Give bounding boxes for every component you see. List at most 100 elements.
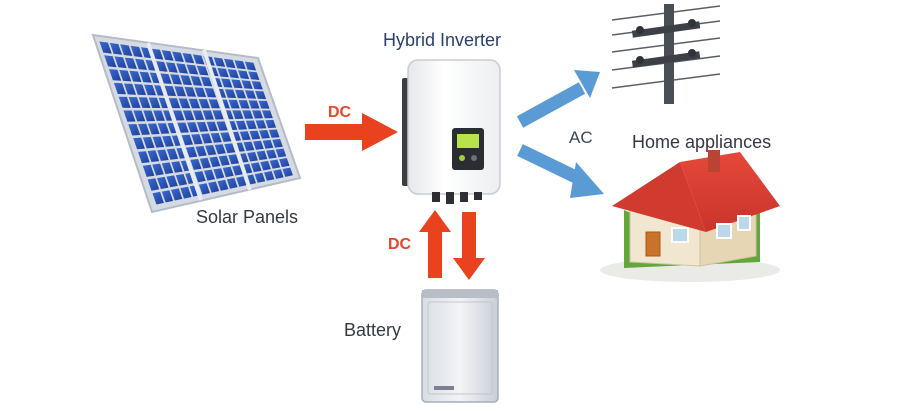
solar-cell [209, 156, 221, 168]
dc-arrow-inverter-to-battery [453, 212, 485, 280]
ac-label: AC [569, 128, 593, 147]
solar-cell [202, 110, 214, 120]
solar-cell [214, 144, 226, 155]
solar-cell [238, 100, 250, 109]
solar-cell [255, 120, 267, 129]
house-icon [600, 150, 780, 282]
solar-cell [113, 82, 126, 95]
solar-cell [217, 67, 229, 78]
solar-cell [138, 123, 150, 135]
solar-cell [196, 122, 209, 132]
solar-cell [213, 57, 226, 67]
solar-cell [182, 110, 195, 121]
solar-cell [171, 161, 183, 173]
solar-cell [222, 166, 234, 178]
solar-panels-label: Solar Panels [196, 207, 299, 227]
solar-cell [166, 62, 178, 73]
solar-cell [224, 143, 236, 154]
solar-cell [176, 63, 188, 74]
solar-cell [124, 83, 136, 95]
solar-cell [157, 149, 169, 161]
solar-cell [192, 110, 205, 120]
dc-label-solar: DC [328, 104, 352, 121]
solar-cell [238, 70, 250, 80]
solar-cell [235, 89, 247, 99]
solar-cell [269, 159, 281, 169]
solar-cell [192, 54, 205, 65]
solar-cell [148, 97, 161, 108]
solar-cell [198, 183, 210, 195]
solar-cell [157, 123, 170, 134]
solar-cell [227, 69, 239, 79]
battery-icon [421, 289, 499, 403]
solar-cell [175, 174, 188, 186]
solar-cell [191, 134, 203, 145]
solar-cell [226, 178, 238, 189]
solar-cell [129, 70, 142, 82]
solar-cell [228, 154, 240, 165]
solar-cell [262, 110, 273, 119]
solar-cell [206, 121, 218, 132]
solar-cell [194, 171, 206, 183]
solar-cell [232, 165, 243, 176]
solar-cell [114, 56, 127, 69]
panel-divider [146, 42, 203, 201]
solar-cell [143, 110, 156, 122]
solar-cell [221, 78, 233, 88]
solar-cell [279, 158, 290, 168]
solar-cell [190, 76, 203, 86]
solar-cell [120, 44, 133, 56]
solar-cell [188, 98, 201, 109]
solar-cell [245, 120, 257, 130]
solar-cell [204, 88, 217, 98]
solar-cell [187, 122, 199, 133]
solar-cell [181, 134, 193, 146]
solar-cell [144, 84, 156, 96]
inverter-label: Hybrid Inverter [383, 30, 502, 50]
solar-cell [232, 110, 244, 119]
solar-cell [152, 163, 164, 176]
solar-cell [190, 159, 202, 170]
solar-cell [239, 131, 251, 141]
solar-cell [135, 58, 148, 70]
solar-cell [186, 64, 199, 75]
solar-cell [139, 71, 152, 83]
solar-cell [244, 61, 257, 71]
solar-cell [220, 132, 232, 142]
solar-cell [180, 186, 192, 199]
ac-arrow-to-home [517, 144, 604, 198]
solar-cell [130, 45, 143, 58]
solar-cell [268, 129, 280, 138]
battery-label: Battery [344, 320, 402, 340]
solar-cell [161, 50, 174, 61]
solar-cell [247, 152, 258, 162]
solar-cell [282, 167, 293, 177]
solar-cell [153, 110, 165, 121]
solar-cell-grid [99, 41, 293, 205]
solar-cell [134, 84, 146, 95]
solar-cell [152, 191, 164, 205]
solar-cell [201, 133, 213, 144]
solar-cell [164, 85, 176, 96]
solar-cell [275, 148, 287, 158]
solar-cell [243, 141, 255, 151]
solar-cell [242, 110, 254, 119]
solar-cell [204, 169, 215, 181]
solar-cell [241, 80, 253, 89]
solar-cell [231, 79, 243, 89]
solar-cell [253, 140, 264, 150]
solar-cell [216, 121, 228, 131]
solar-cell [249, 130, 261, 140]
solar-cell [178, 98, 191, 109]
solar-cell [266, 149, 277, 159]
solar-cell [259, 130, 270, 139]
solar-cell [217, 179, 229, 191]
solar-cell [224, 89, 237, 98]
solar-cell [228, 99, 240, 109]
solar-cell [264, 171, 275, 181]
solar-cell [185, 146, 198, 158]
solar-cell [200, 76, 213, 87]
solar-cell [182, 53, 195, 64]
